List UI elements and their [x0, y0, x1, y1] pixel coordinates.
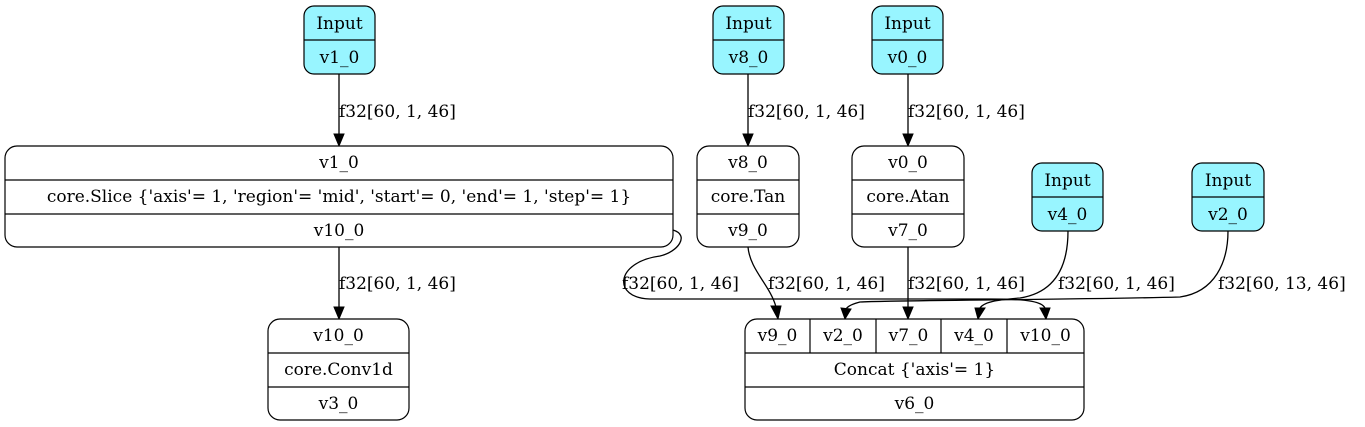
node-output-name: v7_0 [887, 221, 928, 241]
concat-port-v9: v9_0 [757, 326, 798, 346]
edge-atan-to-concat: f32[60, 1, 46] [902, 247, 1025, 321]
node-output-name: v9_0 [727, 221, 768, 241]
edge-label: f32[60, 1, 46] [339, 102, 456, 122]
node-op-label: core.Tan [711, 187, 786, 207]
node-op-label: core.Conv1d [284, 360, 393, 380]
edge-label: f32[60, 1, 46] [1058, 274, 1175, 294]
concat-port-v2: v2_0 [822, 326, 863, 346]
node-input-name: v8_0 [727, 153, 768, 173]
op-node-concat: v9_0 v2_0 v7_0 v4_0 v10_0 Concat {'axis'… [744, 318, 1085, 421]
input-node-v1: Input v1_0 [303, 5, 376, 75]
node-output-name: v2_0 [1207, 205, 1248, 225]
node-input-name: v10_0 [312, 326, 364, 346]
edge-label: f32[60, 1, 46] [768, 274, 885, 294]
edge-label: f32[60, 1, 46] [339, 274, 456, 294]
node-output-name: v6_0 [894, 394, 935, 414]
concat-port-v4: v4_0 [953, 326, 994, 346]
node-op-label: core.Atan [866, 187, 949, 207]
edge-v1-to-slice: f32[60, 1, 46] [333, 74, 456, 148]
node-output-name: v4_0 [1047, 205, 1088, 225]
node-output-name: v10_0 [313, 221, 365, 241]
node-title: Input [884, 14, 930, 34]
edge-label: f32[60, 1, 46] [908, 274, 1025, 294]
node-op-label: core.Slice {'axis'= 1, 'region'= 'mid', … [47, 187, 631, 207]
input-node-v8: Input v8_0 [712, 5, 785, 75]
node-output-name: v3_0 [318, 394, 359, 414]
node-output-name: v8_0 [728, 48, 769, 68]
op-node-atan: v0_0 core.Atan v7_0 [851, 145, 965, 248]
concat-port-v10: v10_0 [1019, 326, 1071, 346]
edge-label: f32[60, 1, 46] [748, 102, 865, 122]
input-node-v2: Input v2_0 [1191, 162, 1265, 232]
input-node-v4: Input v4_0 [1031, 162, 1104, 232]
node-input-name: v0_0 [887, 153, 928, 173]
edge-tan-to-concat: f32[60, 1, 46] [747, 246, 885, 321]
node-title: Input [316, 14, 362, 34]
edge-v0-to-atan: f32[60, 1, 46] [902, 74, 1025, 148]
node-op-label: Concat {'axis'= 1} [834, 360, 995, 380]
edge-v2-to-concat: f32[60, 13, 46] [840, 230, 1346, 321]
node-title: Input [725, 14, 771, 34]
op-node-conv1d: v10_0 core.Conv1d v3_0 [267, 318, 410, 421]
node-output-name: v1_0 [319, 48, 360, 68]
input-node-v0: Input v0_0 [871, 5, 944, 75]
edge-label: f32[60, 1, 46] [622, 274, 739, 294]
edges: f32[60, 1, 46] f32[60, 1, 46] f32[60, 1,… [333, 74, 1346, 321]
edge-label: f32[60, 1, 46] [908, 102, 1025, 122]
op-node-tan: v8_0 core.Tan v9_0 [696, 145, 800, 248]
edge-v8-to-tan: f32[60, 1, 46] [742, 74, 865, 148]
node-title: Input [1205, 171, 1251, 191]
node-input-name: v1_0 [318, 153, 359, 173]
node-output-name: v0_0 [887, 48, 928, 68]
edge-slice-to-concat: f32[60, 1, 46] [622, 229, 1051, 321]
edge-v4-to-concat: f32[60, 1, 46] [974, 230, 1175, 321]
concat-port-v7: v7_0 [888, 326, 929, 346]
edge-slice-to-conv: f32[60, 1, 46] [333, 247, 456, 321]
edge-label: f32[60, 13, 46] [1218, 274, 1346, 294]
op-node-slice: v1_0 core.Slice {'axis'= 1, 'region'= 'm… [4, 145, 674, 248]
node-title: Input [1044, 171, 1090, 191]
